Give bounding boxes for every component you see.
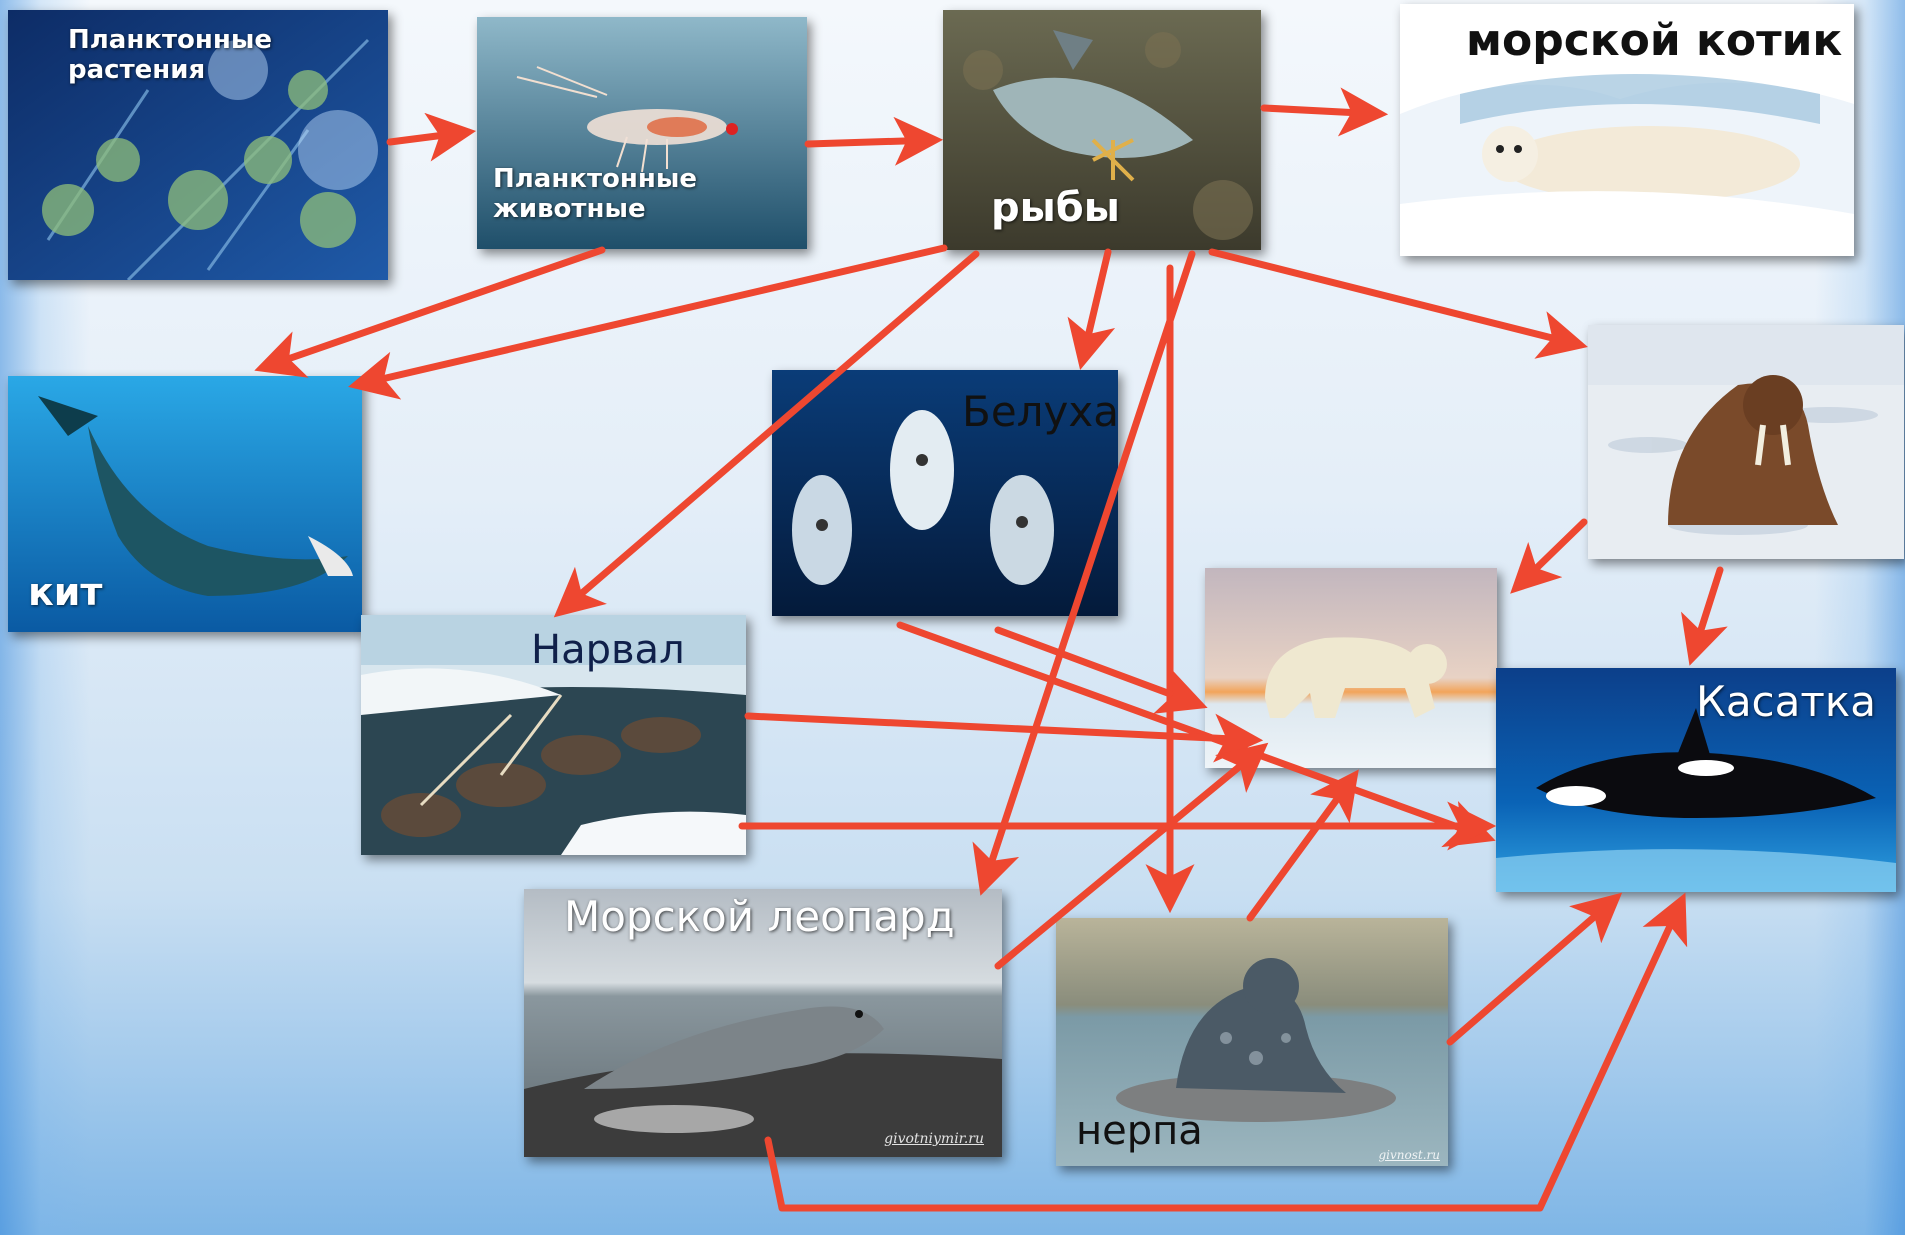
node-fish: рыбы (943, 10, 1261, 250)
plankton-plants-label: Планктонные растения (68, 25, 272, 85)
plankton-plants-image (8, 10, 388, 280)
arrow-narwhal-to-polar-bear (744, 712, 1264, 763)
node-plankton-animals: Планктонные животные (477, 17, 807, 249)
narwhal-image (361, 615, 746, 855)
beluga-label: Белуха (962, 387, 1118, 436)
node-beluga: Белуха (772, 370, 1118, 616)
node-ringed-seal: нерпа givnost.ru (1056, 918, 1448, 1166)
node-plankton-plants: Планктонные растения (8, 10, 388, 280)
node-polar-bear (1205, 568, 1497, 768)
node-whale: кит (8, 376, 362, 632)
node-walrus (1588, 325, 1904, 559)
whale-image (8, 376, 362, 632)
leopard-seal-watermark: givotniymir.ru (884, 1131, 984, 1147)
fish-image (943, 10, 1261, 250)
node-fur-seal: морской котик (1400, 4, 1854, 256)
arrow-ringed-seal-to-orca (1446, 892, 1623, 1046)
node-narwhal: Нарвал (361, 615, 746, 855)
arrow-plankton-plants-to-plankton-animals (386, 112, 477, 162)
fur-seal-label: морской котик (1466, 15, 1843, 66)
node-leopard-seal: Морской леопард givotniymir.ru (524, 889, 1002, 1157)
arrow-ringed-seal-to-polar-bear (1246, 769, 1359, 922)
node-orca: Касатка (1496, 668, 1896, 892)
leopard-seal-label: Морской леопард (564, 892, 955, 941)
orca-label: Касатка (1696, 677, 1876, 726)
narwhal-label: Нарвал (531, 627, 685, 673)
ringed-seal-label: нерпа (1076, 1108, 1203, 1154)
arrow-beluga-to-polar-bear (994, 626, 1208, 714)
arrow-fish-to-walrus (1208, 248, 1588, 359)
arrow-walrus-to-orca (1681, 566, 1728, 666)
fur-seal-image (1400, 4, 1854, 256)
arrow-walrus-to-polar-bear (1510, 518, 1588, 594)
plankton-animals-image (477, 17, 807, 249)
polar-bear-image (1205, 568, 1497, 768)
arrow-plankton-animals-to-fish (804, 116, 944, 166)
whale-label: кит (28, 570, 103, 614)
plankton-animals-label: Планктонные животные (493, 164, 697, 224)
fish-label: рыбы (991, 185, 1120, 231)
orca-image (1496, 668, 1896, 892)
ringed-seal-watermark: givnost.ru (1378, 1148, 1440, 1162)
arrow-fish-to-beluga (1067, 248, 1116, 370)
walrus-image (1588, 325, 1904, 559)
arrow-fish-to-fur-seal (1260, 87, 1389, 137)
arrow-fish-to-whale (348, 244, 948, 400)
